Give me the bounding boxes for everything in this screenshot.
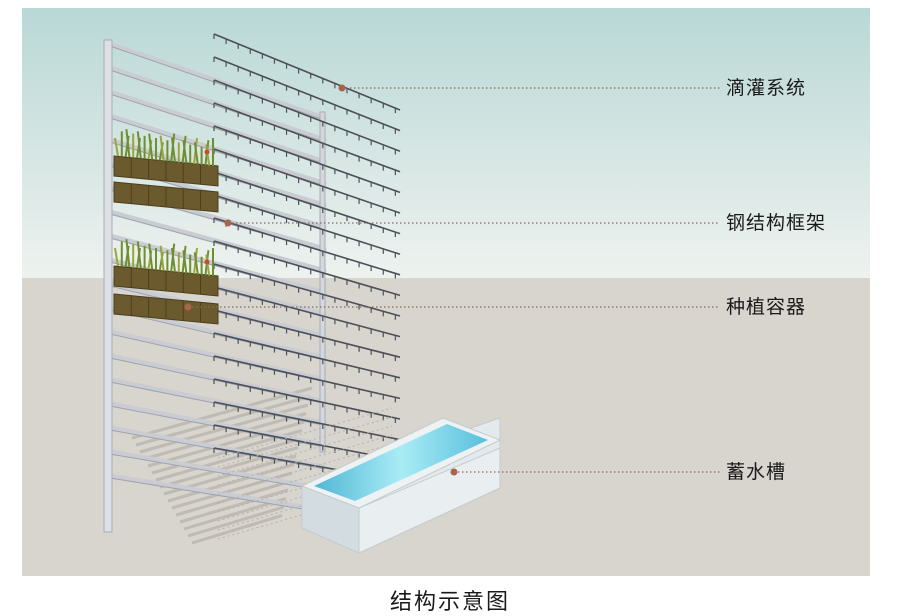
leader-dot bbox=[224, 219, 232, 227]
frame-rail bbox=[107, 473, 327, 513]
frame-rail-edge bbox=[109, 429, 325, 470]
frame-rail bbox=[107, 329, 327, 383]
frame-rail bbox=[107, 401, 327, 448]
frame-rail bbox=[107, 353, 327, 404]
frame-post-left bbox=[103, 39, 113, 533]
drip-pipe bbox=[213, 217, 401, 279]
frame-rail bbox=[107, 449, 327, 492]
drip-pipe-shadow bbox=[217, 425, 393, 477]
planter-containers bbox=[113, 129, 219, 325]
drip-pipe bbox=[213, 332, 401, 382]
planter-row bbox=[113, 181, 219, 213]
shadow-line bbox=[159, 446, 299, 489]
leader-lines bbox=[184, 84, 720, 476]
label-drip-irrigation: 滴灌系统 bbox=[726, 77, 807, 99]
drip-pipe bbox=[213, 148, 401, 217]
shadow-line bbox=[131, 386, 313, 440]
planter-row bbox=[113, 239, 219, 297]
drip-pipe bbox=[213, 240, 401, 300]
leader-dot bbox=[338, 84, 346, 92]
drip-pipe bbox=[213, 378, 401, 423]
frame-rail-edge bbox=[109, 453, 325, 492]
frame-rail-edge bbox=[109, 477, 325, 513]
shadow-line bbox=[191, 514, 283, 545]
drip-pipe bbox=[213, 56, 401, 134]
drip-pipe bbox=[213, 355, 401, 403]
leader-dot bbox=[184, 303, 192, 311]
shadow-line bbox=[167, 463, 295, 503]
drip-pipe-shadow bbox=[217, 434, 393, 486]
frame-post-right bbox=[319, 111, 326, 453]
shadow-line bbox=[155, 437, 301, 482]
planter-row bbox=[113, 129, 219, 187]
water-tank bbox=[300, 417, 502, 554]
shadow-line bbox=[187, 505, 285, 538]
drip-pipe-shadow bbox=[217, 443, 393, 495]
drip-pipe bbox=[213, 309, 401, 362]
label-steel-frame: 钢结构框架 bbox=[726, 212, 827, 234]
frame-rail-edge bbox=[109, 381, 325, 426]
drip-pipe bbox=[213, 194, 401, 258]
drip-pipe-shadow bbox=[217, 416, 393, 468]
shadow-line bbox=[179, 488, 289, 524]
label-water-tank: 蓄水槽 bbox=[726, 461, 787, 483]
frame-rail-edge bbox=[109, 357, 325, 404]
sky-background bbox=[22, 8, 870, 278]
label-planter: 种植容器 bbox=[726, 296, 807, 318]
water-surface bbox=[314, 424, 488, 501]
drip-pipe-shadow bbox=[217, 407, 393, 459]
drip-pipe bbox=[213, 102, 401, 176]
figure-caption: 结构示意图 bbox=[389, 590, 510, 615]
frame-rail bbox=[107, 377, 327, 426]
frame-rail-edge bbox=[109, 405, 325, 448]
shadow-line bbox=[147, 420, 305, 468]
drip-pipe bbox=[213, 286, 401, 341]
vertical-garden-diagram bbox=[22, 8, 870, 576]
drip-pipe bbox=[213, 79, 401, 155]
drip-pipe bbox=[213, 401, 401, 444]
planter-row bbox=[113, 293, 219, 325]
leader-dot bbox=[450, 468, 458, 476]
shadow-line bbox=[143, 412, 307, 461]
drip-pipe bbox=[213, 33, 401, 114]
drip-pipe bbox=[213, 125, 401, 196]
drip-irrigation-pipes bbox=[213, 33, 401, 540]
